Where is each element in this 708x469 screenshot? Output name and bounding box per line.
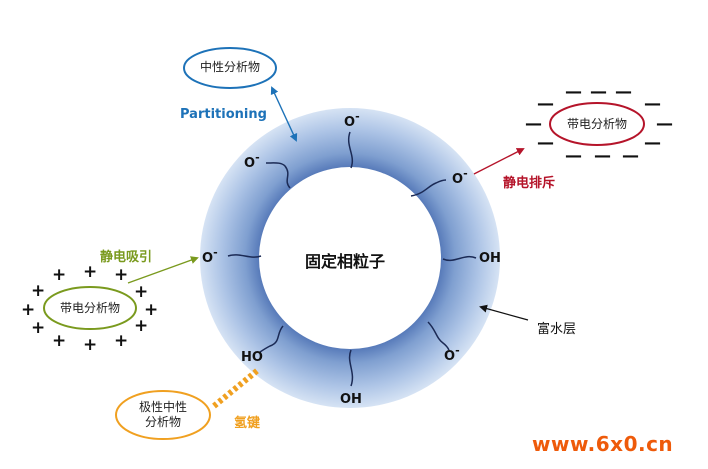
minus-charge: — (644, 133, 661, 153)
ligand-chains (227, 131, 477, 387)
watermark: www.6x0.cn (532, 432, 674, 456)
charged-analyte-right-label: 带电分析物 (566, 117, 627, 131)
minus-charge: — (537, 133, 554, 153)
plus-charge: + (144, 300, 159, 320)
hydrogen-bond-label: 氢键 (234, 416, 261, 431)
polar-analyte-ellipse (115, 390, 211, 440)
polar-analyte-label: 极性中性 分析物 (138, 400, 187, 429)
partitioning-label: Partitioning (180, 107, 267, 122)
particle-core (259, 167, 441, 349)
minus-charge: — (622, 146, 639, 166)
charged-analyte-left-label: 带电分析物 (59, 301, 120, 315)
plus-charge: + (134, 316, 149, 336)
minus-charge: — (525, 114, 542, 134)
hydrogen-bond-dashes (212, 367, 260, 409)
group-oh-right: OH (479, 251, 501, 266)
minus-charge: — (594, 146, 611, 166)
minus-charge: — (565, 146, 582, 166)
minus-charge: — (656, 114, 673, 134)
minus-charge: — (537, 94, 554, 114)
plus-charge: + (134, 282, 149, 302)
plus-charge: + (31, 281, 46, 301)
minus-charge: — (565, 82, 582, 102)
plus-charge: + (21, 300, 36, 320)
plus-charge: + (83, 335, 98, 355)
group-o-minus-lower-right: O- (444, 344, 460, 364)
minus-charge: — (644, 94, 661, 114)
repulsion-label: 静电排斥 (503, 176, 556, 191)
plus-charge: + (83, 262, 98, 282)
plus-charge: + (31, 318, 46, 338)
plus-charge: + (114, 331, 129, 351)
group-oh-bottom: OH (340, 392, 362, 407)
charged-analyte-right-ellipse (549, 102, 645, 146)
minus-charge: — (615, 82, 632, 102)
group-o-minus-top: O- (344, 110, 360, 130)
stationary-particle-label: 固定相粒子 (305, 252, 386, 271)
minus-charge: — (590, 82, 607, 102)
partitioning-arrow (270, 86, 298, 142)
repulsion-arrow (473, 148, 525, 175)
group-o-minus-upper-left: O- (244, 151, 260, 171)
surface-groups: O- O- O- O- OH O- OH HO (202, 110, 501, 407)
plus-charge: + (52, 331, 67, 351)
group-ho-lower-left: HO (241, 350, 263, 365)
plus-charge: + (114, 265, 129, 285)
plus-charge: + (52, 265, 67, 285)
group-o-minus-left: O- (202, 246, 218, 266)
group-o-minus-upper-right: O- (452, 167, 468, 187)
charged-analyte-left-ellipse (43, 286, 137, 330)
attraction-label: 静电吸引 (100, 250, 153, 265)
neutral-analyte-ellipse (183, 47, 277, 89)
water-layer-arrow (479, 304, 529, 321)
water-layer-label: 富水层 (537, 322, 577, 337)
neutral-analyte-label: 中性分析物 (199, 60, 260, 74)
attraction-arrow (127, 256, 199, 284)
